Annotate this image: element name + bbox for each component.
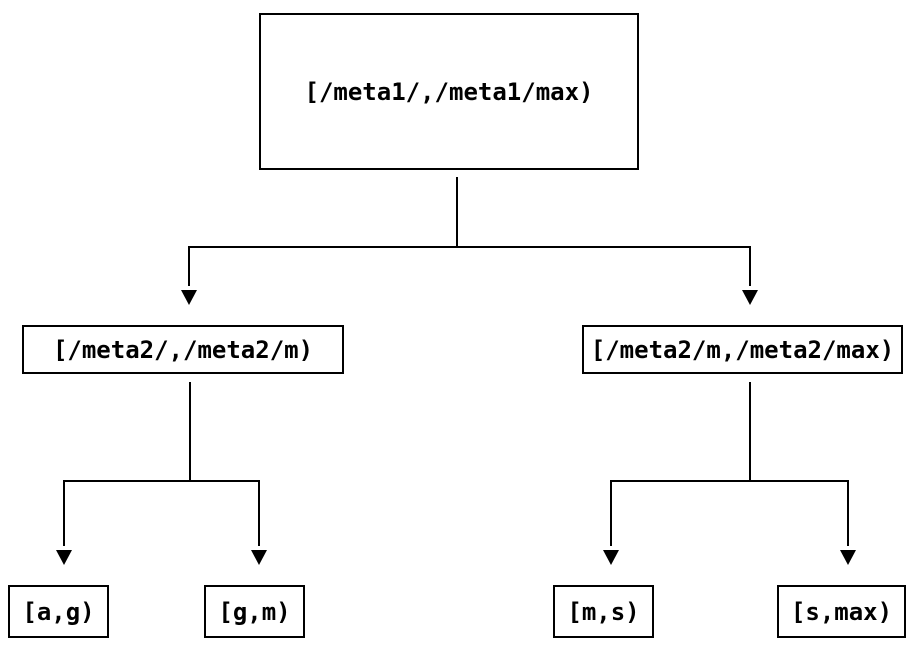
arrowhead-down-icon bbox=[251, 550, 267, 565]
node-meta2-upper-range: [/meta2/m,/meta2/max) bbox=[582, 325, 903, 374]
arrowhead-down-icon bbox=[56, 550, 72, 565]
arrowhead-down-icon bbox=[840, 550, 856, 565]
arrowhead-down-icon bbox=[742, 290, 758, 305]
connector-left-drop-left bbox=[63, 480, 65, 546]
connector-right-drop-right bbox=[847, 480, 849, 546]
node-label: [/meta1/,/meta1/max) bbox=[304, 77, 594, 106]
arrowhead-down-icon bbox=[181, 290, 197, 305]
node-leaf-a-g: [a,g) bbox=[8, 585, 109, 638]
node-label: [m,s) bbox=[567, 597, 640, 626]
connector-root-drop-right bbox=[749, 246, 751, 286]
node-leaf-g-m: [g,m) bbox=[204, 585, 305, 638]
node-label: [a,g) bbox=[22, 597, 95, 626]
node-meta2-lower-range: [/meta2/,/meta2/m) bbox=[22, 325, 344, 374]
node-leaf-s-max: [s,max) bbox=[777, 585, 906, 638]
connector-right-stem bbox=[749, 382, 751, 482]
connector-left-drop-right bbox=[258, 480, 260, 546]
node-root-meta1-range: [/meta1/,/meta1/max) bbox=[259, 13, 639, 170]
connector-left-bar bbox=[63, 480, 260, 482]
node-label: [/meta2/,/meta2/m) bbox=[52, 335, 314, 364]
connector-root-drop-left bbox=[188, 246, 190, 286]
node-label: [s,max) bbox=[790, 597, 893, 626]
node-label: [g,m) bbox=[218, 597, 291, 626]
connector-root-stem bbox=[456, 177, 458, 247]
connector-right-drop-left bbox=[610, 480, 612, 546]
node-label: [/meta2/m,/meta2/max) bbox=[590, 335, 895, 364]
node-leaf-m-s: [m,s) bbox=[553, 585, 654, 638]
connector-root-bar bbox=[188, 246, 751, 248]
connector-right-bar bbox=[610, 480, 849, 482]
arrowhead-down-icon bbox=[603, 550, 619, 565]
connector-left-stem bbox=[189, 382, 191, 482]
